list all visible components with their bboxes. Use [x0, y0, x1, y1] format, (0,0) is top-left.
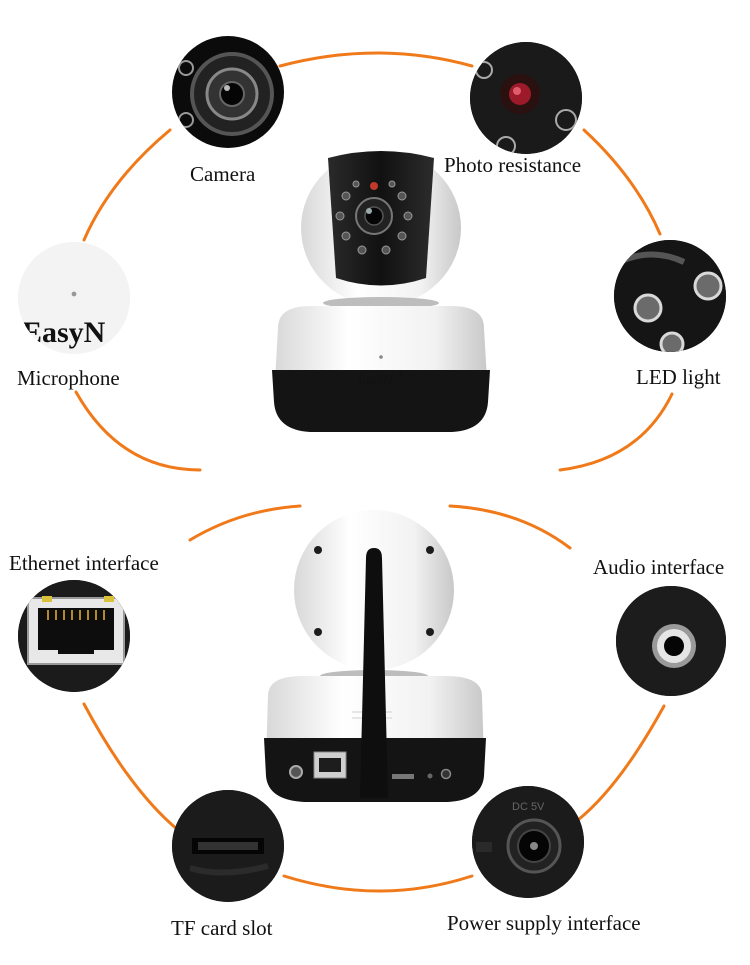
arc-bottom-left [82, 702, 180, 832]
arc-top-right [582, 128, 662, 236]
camera-closeup-photo [172, 36, 284, 148]
power-photo-label-text: DC 5V [512, 801, 545, 813]
label-tf-card-slot: TF card slot [171, 916, 273, 940]
label-microphone: Microphone [17, 366, 120, 390]
arc-bottom-right [576, 704, 666, 822]
label-photo-resistance: Photo resistance [444, 153, 582, 177]
camera-front-illustration: EasyN ® [272, 150, 490, 432]
power-supply-closeup-photo: DC 5V [472, 786, 584, 898]
label-ethernet-interface: Ethernet interface [9, 551, 159, 575]
camera-brand-mark: ® [398, 371, 404, 379]
arc-bottom [282, 874, 474, 893]
ethernet-closeup-photo [18, 580, 130, 692]
arc-mid-right [558, 392, 674, 472]
microphone-closeup-photo: EasyN [18, 242, 130, 354]
label-camera: Camera [190, 162, 256, 186]
arc-bottom-top-right [448, 504, 572, 550]
label-power-supply-interface: Power supply interface [447, 911, 641, 935]
tf-card-slot-closeup-photo [172, 790, 284, 902]
label-audio-interface: Audio interface [593, 555, 725, 579]
label-led-light: LED light [636, 365, 721, 389]
photo-resistance-closeup-photo [470, 42, 582, 154]
audio-interface-closeup-photo [616, 586, 726, 696]
arc-mid-left [74, 390, 202, 472]
camera-back-illustration [264, 510, 486, 802]
led-light-closeup-photo [614, 240, 726, 352]
arc-top-left [82, 128, 172, 242]
arc-top [278, 51, 474, 68]
camera-brand-logo: EasyN [358, 372, 393, 387]
arc-bottom-top-left [188, 504, 302, 542]
